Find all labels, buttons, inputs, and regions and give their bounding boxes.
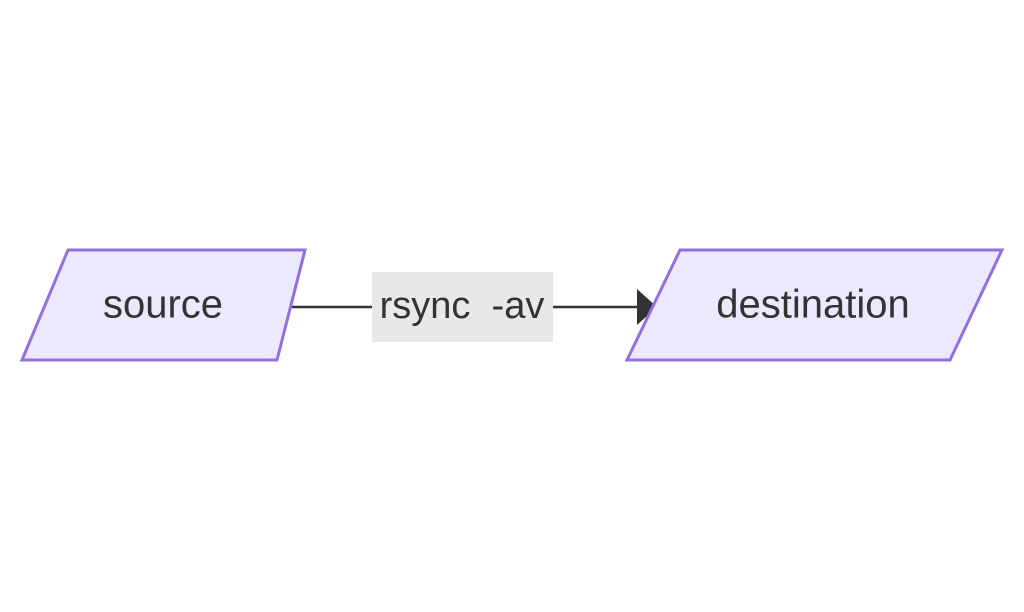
node-destination[interactable] <box>624 248 1005 362</box>
node-source[interactable] <box>19 248 307 362</box>
node-source-label: source <box>103 283 223 327</box>
edge-label-rsync: rsync -av <box>380 285 545 327</box>
edge-label-background <box>372 272 553 342</box>
node-destination-label: destination <box>716 283 909 327</box>
arrowhead-icon <box>637 289 657 325</box>
